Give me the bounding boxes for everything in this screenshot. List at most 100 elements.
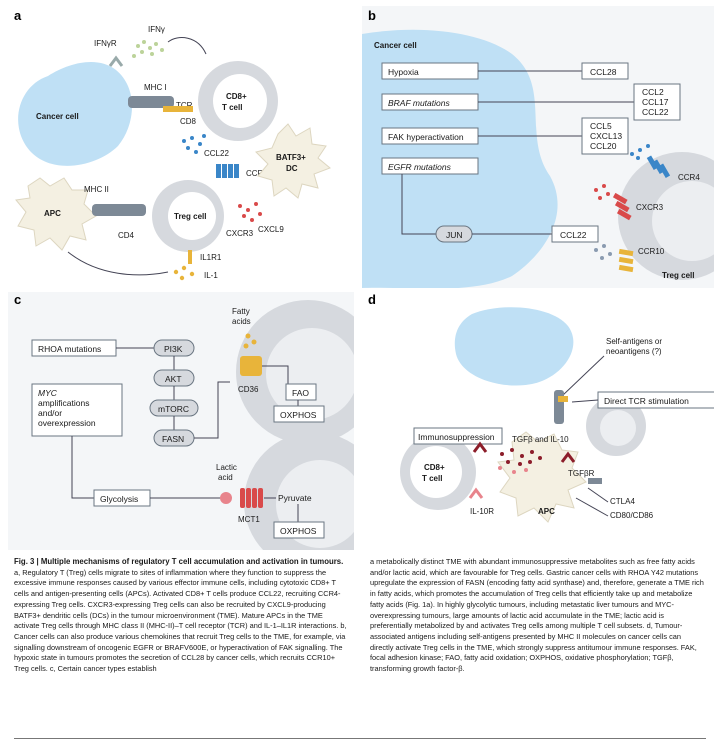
panel-a-letter: a: [14, 8, 22, 23]
cd8-label-d-1: CD8+: [424, 463, 445, 472]
panel-c: c RHOA mutations PI3K AKT mTORC FASN Fat…: [8, 292, 354, 550]
braf-out-2: CCL17: [642, 97, 669, 107]
apc-cell-d: [497, 431, 587, 523]
immunosuppression-label: Immunosuppression: [418, 432, 495, 442]
lactic-label-2: acid: [218, 473, 233, 482]
panel-a: a Cancer cell IFNγR IFNγ MHC I TCR CD8 C…: [8, 6, 354, 288]
cd8-label-d-2: T cell: [422, 474, 442, 483]
caption-title: Fig. 3 | Multiple mechanisms of regulato…: [14, 557, 344, 566]
il10-dots: [498, 466, 528, 474]
glycolysis-label: Glycolysis: [100, 494, 138, 504]
direct-tcr-label: Direct TCR stimulation: [604, 396, 689, 406]
panel-d: d Self-antigens or neoantigens (?) Direc…: [362, 292, 714, 550]
batf3-label-1: BATF3+: [276, 153, 306, 162]
apc-il1-arrow: [67, 251, 169, 276]
oxphos-box-1: [273, 405, 325, 423]
braf-out-1: CCL2: [642, 87, 664, 97]
fak-out-2: CXCL13: [590, 131, 622, 141]
tcr-label: TCR: [176, 101, 193, 110]
fao-box: [285, 383, 317, 401]
ctla4-icon: [588, 478, 602, 484]
antigen-icon: [163, 106, 193, 112]
caption-left-text: a, Regulatory T (Treg) cells migrate to …: [14, 567, 347, 674]
fatty-acid-icon: [243, 333, 257, 349]
panel-c-letter: c: [14, 292, 21, 307]
apc-label-d: APC: [538, 507, 555, 516]
self-antigen-label-2: neoantigens (?): [606, 347, 662, 356]
cd8-cell-label-2: T cell: [222, 103, 242, 112]
il1-label: IL-1: [204, 271, 218, 280]
jun-out-label: CCL22: [560, 230, 587, 240]
braf-out-box: [633, 83, 681, 121]
ccl28-box: [581, 62, 629, 80]
cd8-nucleus-d: [410, 446, 462, 498]
fao-label: FAO: [292, 388, 309, 398]
ctla4-label: CTLA4: [610, 497, 635, 506]
jun-out-box: [551, 225, 599, 243]
treg-label-a: Treg cell: [174, 212, 206, 221]
cancer-cell-d: [454, 307, 574, 386]
cd4-label: CD4: [118, 231, 135, 240]
antigen-pointer: [561, 355, 605, 397]
ccl22-dots: [182, 134, 206, 154]
cd36-label: CD36: [238, 385, 259, 394]
ctla4-pointer: [587, 487, 609, 503]
treg-cell-nucleus-a: [168, 192, 216, 240]
il1r1-label: IL1R1: [200, 253, 222, 262]
oxphos-label-2: OXPHOS: [280, 526, 317, 536]
ccl28-label: CCL28: [590, 67, 617, 77]
il1r1-receptor-icon: [188, 250, 192, 264]
cxcl9-label: CXCL9: [258, 225, 284, 234]
cd36-fao-arrow: [262, 365, 289, 390]
bottom-rule: [14, 738, 706, 739]
cxcr3-label-b: CXCR3: [636, 203, 664, 212]
mhc2-molecule-d: [554, 390, 564, 424]
panel-c-diagram: c RHOA mutations PI3K AKT mTORC FASN Fat…: [14, 292, 354, 550]
tgfbr-label: TGFβR: [568, 469, 595, 478]
panel-b: b Cancer cell Hypoxia CCL28 BRAF mutatio…: [362, 6, 714, 288]
mhc1-label: MHC I: [144, 83, 167, 92]
myc-label-3: and/or: [38, 408, 62, 418]
mhc2-label: MHC II: [84, 185, 109, 194]
immunosuppression-box: [413, 427, 503, 445]
jun-label: JUN: [446, 230, 463, 240]
cancer-cell-label: Cancer cell: [36, 112, 79, 121]
apc-cell-a: [15, 177, 97, 251]
treg-nucleus-d: [600, 410, 636, 446]
myc-label-4: overexpression: [38, 418, 96, 428]
batf3-dc-cell: [255, 123, 331, 199]
ccr10-receptor-b: [618, 248, 634, 273]
oxphos-label-1: OXPHOS: [280, 410, 317, 420]
mhc2-molecule: [92, 204, 146, 216]
il1-dots: [173, 265, 195, 281]
panel-a-diagram: a Cancer cell IFNγR IFNγ MHC I TCR CD8 C…: [14, 8, 331, 281]
fatty-label-1: Fatty: [232, 307, 250, 316]
akt-label: AKT: [165, 374, 182, 384]
caption-right-column: a metabolically distinct TME with abunda…: [370, 557, 706, 675]
cancer-cell-a: [18, 62, 133, 166]
caption-right-text: a metabolically distinct TME with abunda…: [370, 557, 704, 674]
il10r-icon: [468, 487, 484, 499]
fak-out-3: CCL20: [590, 141, 617, 151]
tgfbr-apc-icon: [560, 451, 576, 463]
ccr4-label-a: CCR4: [246, 169, 268, 178]
ifnyr-label: IFNγR: [94, 39, 117, 48]
cd36-transporter: [240, 356, 262, 376]
cd80-label: CD80/CD86: [610, 511, 654, 520]
il10r-label: IL-10R: [470, 507, 494, 516]
cd8-molecule-label: CD8: [180, 117, 197, 126]
fasn-fatty-arrow: [194, 381, 230, 439]
ccr10-label-b: CCR10: [638, 247, 665, 256]
myc-label-2: amplifications: [38, 398, 90, 408]
panel-d-letter: d: [368, 292, 376, 307]
ifny-arrow: [167, 37, 207, 55]
myc-label-1: MYC: [38, 388, 58, 398]
ccr10-ligand-dots: [594, 244, 612, 260]
cancer-cell-label-b: Cancer cell: [374, 41, 417, 50]
cd8-cell-label-1: CD8+: [226, 92, 247, 101]
pyruvate-label: Pyruvate: [278, 493, 312, 503]
pi3k-label: PI3K: [164, 344, 183, 354]
mct1-transporter: [240, 488, 263, 508]
cxcl9-dots: [238, 202, 262, 222]
